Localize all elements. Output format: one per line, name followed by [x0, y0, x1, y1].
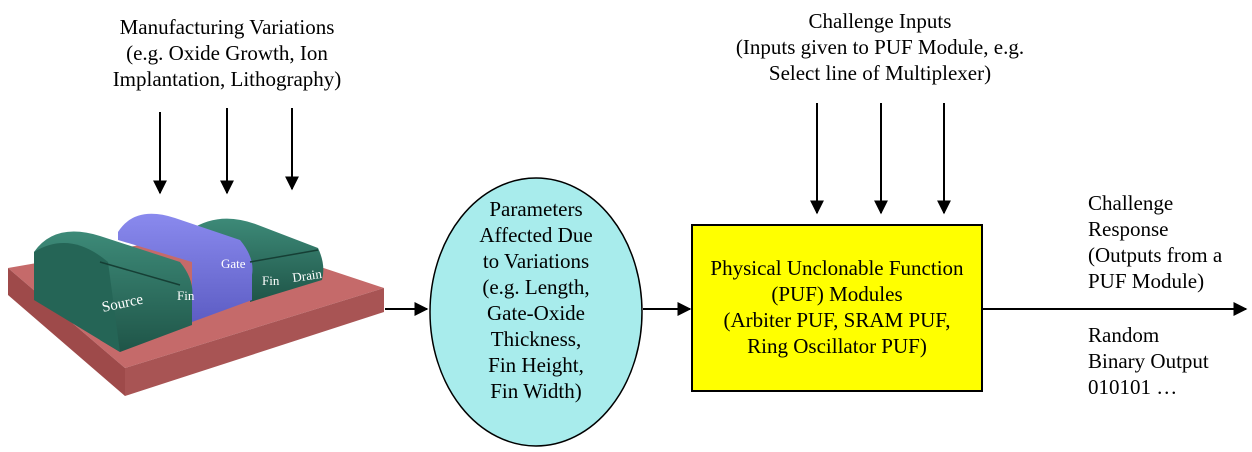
puf-line: Ring Oscillator PUF) — [747, 334, 927, 358]
challenge-response-label: Challenge Response (Outputs from a PUF M… — [1088, 190, 1248, 294]
manufacturing-line-1: Manufacturing Variations — [119, 15, 335, 39]
challenge-response-line: (Outputs from a — [1088, 243, 1223, 267]
fin-label-right: Fin — [262, 273, 280, 288]
puf-box — [691, 224, 983, 392]
manufacturing-variations-label: Manufacturing Variations (e.g. Oxide Gro… — [82, 14, 372, 92]
random-output-line: Binary Output — [1088, 349, 1209, 373]
random-output-label: Random Binary Output 010101 … — [1088, 322, 1248, 400]
challenge-inputs-label: Challenge Inputs (Inputs given to PUF Mo… — [700, 8, 1060, 86]
parameters-text: Parameters Affected Due to Variations (e… — [446, 196, 626, 404]
challenge-inputs-line-1: Challenge Inputs — [808, 9, 952, 33]
fin-label-left: Fin — [177, 288, 195, 303]
puf-line: Physical Unclonable Function — [710, 256, 964, 280]
parameters-line: Gate-Oxide — [487, 301, 585, 325]
parameters-line: Parameters — [489, 197, 583, 221]
parameters-line: Fin Height, — [488, 353, 584, 377]
parameters-ellipse — [429, 177, 643, 447]
random-output-line: Random — [1088, 323, 1160, 347]
puf-line: (PUF) Modules — [771, 282, 903, 306]
parameters-line: Fin Width) — [490, 379, 582, 403]
manufacturing-line-3: Implantation, Lithography) — [112, 67, 342, 91]
challenge-response-line: PUF Module) — [1088, 269, 1205, 293]
manufacturing-line-2: (e.g. Oxide Growth, Ion — [126, 41, 328, 65]
parameters-line: Thickness, — [490, 327, 582, 351]
puf-box-text: Physical Unclonable Function (PUF) Modul… — [692, 255, 982, 359]
fin-edge-line — [99, 261, 181, 286]
substrate-right — [125, 288, 384, 396]
gate-body — [118, 213, 253, 322]
challenge-response-line: Challenge — [1088, 191, 1174, 215]
parameters-line: (e.g. Length, — [482, 275, 590, 299]
challenge-inputs-line-2: (Inputs given to PUF Module, e.g. — [735, 35, 1025, 59]
source-block — [34, 243, 120, 352]
finfet-illustration — [8, 213, 384, 396]
puf-line: (Arbiter PUF, SRAM PUF, — [723, 308, 951, 332]
challenge-inputs-line-3: Select line of Multiplexer) — [768, 61, 992, 85]
parameters-line: to Variations — [482, 249, 590, 273]
gate-label: Gate — [221, 256, 246, 271]
drain-label: Drain — [291, 266, 323, 285]
parameters-line: Affected Due — [479, 223, 593, 247]
random-output-line: 010101 … — [1088, 375, 1178, 399]
challenge-response-line: Response — [1088, 217, 1169, 241]
fin-edge-line — [249, 249, 319, 263]
